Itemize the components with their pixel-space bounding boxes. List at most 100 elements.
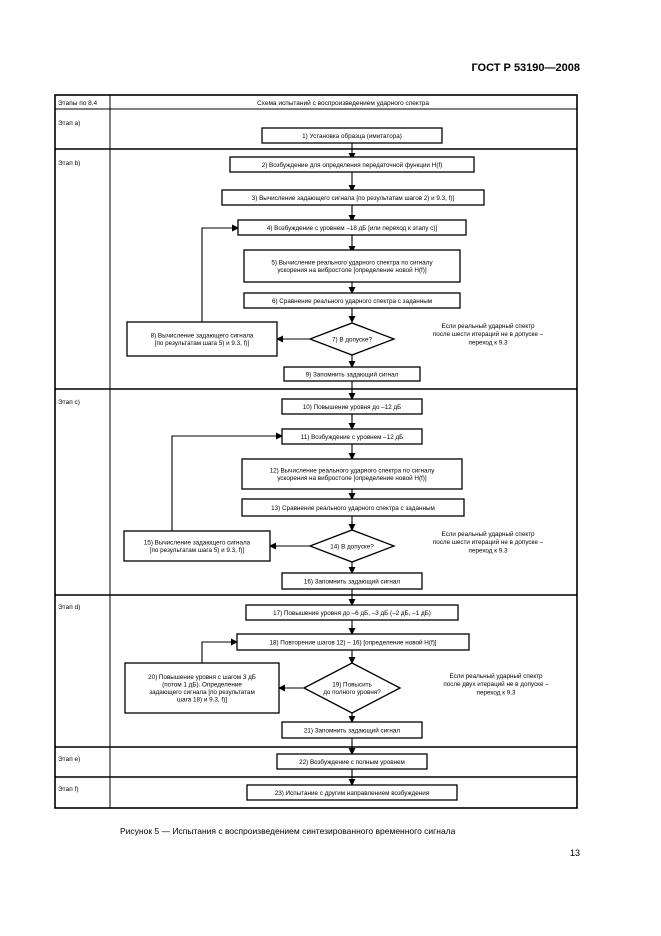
step-label: 11) Возбуждение с уровнем –12 дБ (301, 433, 404, 441)
note-line: переход к 9.3 (477, 689, 516, 696)
flow-step-8: 8) Вычисление задающего сигнала[по резул… (126, 321, 278, 357)
flow-step-23: 23) Испытание с другим направлением возб… (246, 784, 458, 801)
flow-step-1: 1) Установка образца (имитатора) (261, 127, 443, 144)
flow-step-5: 5) Вычисление реального ударного спектра… (243, 249, 461, 283)
note-line: Если реальный ударный спектр (441, 530, 535, 538)
step-box (241, 458, 463, 490)
step-label: 6) Сравнение реального ударного спектра … (272, 298, 432, 305)
flow-step-15: 15) Вычисление задающего сигнала[по резу… (123, 530, 271, 562)
flow-step-20: 20) Повышение уровня с шагом 3 дБ(потом … (124, 662, 280, 714)
flow-step-14: 14) В допуске? (308, 529, 396, 563)
step-box (229, 156, 475, 173)
step-label: ускорения на вибростоле [определение нов… (277, 266, 427, 274)
step-label: 5) Вычисление реального ударного спектра… (271, 259, 433, 266)
flow-step-17: 17) Повышение уровня до –6 дБ, –3 дБ (–2… (245, 604, 459, 621)
flow-step-18: 18) Повторение шагов 12) – 16) [определе… (236, 633, 470, 651)
flow-step-21: 21) Запомнить задающий сигнал (281, 721, 423, 739)
flow-step-9: 9) Запомнить задающий сигнал (283, 366, 421, 382)
flow-step-2: 2) Возбуждение для определения передаточ… (229, 156, 475, 173)
step-label: [по результатам шага 5) и 9.3, f)] (150, 547, 245, 554)
step-label: 19) Повысить (332, 681, 372, 688)
step-box (241, 498, 465, 517)
step-label: ускорения на вибростоле [определение нов… (277, 474, 427, 482)
page-number: 13 (569, 848, 580, 858)
step-label: 18) Повторение шагов 12) – 16) [определе… (269, 638, 436, 646)
step-box (123, 530, 271, 562)
step-label: 3) Вычисление задающего сигнала [по резу… (252, 195, 455, 202)
step-box (245, 604, 459, 621)
step-box (276, 753, 428, 770)
flow-step-4: 4) Возбуждение с уровнем –18 дБ [или пер… (237, 219, 467, 236)
stage-label-f: Этап f) (58, 786, 79, 793)
step-label: 14) В допуске? (330, 543, 374, 550)
step-label: 15) Вычисление задающего сигнала (144, 539, 251, 546)
step-label: 2) Возбуждение для определения передаточ… (262, 161, 443, 169)
step-box (221, 189, 485, 206)
step-box (243, 292, 461, 309)
note-line: после двух итераций не в допуске – (443, 680, 549, 688)
flow-connectors (171, 143, 356, 786)
step-label: 1) Установка образца (имитатора) (302, 132, 402, 140)
col-scheme-header: Схема испытаний с воспроизведением ударн… (257, 99, 429, 107)
step-box (281, 572, 423, 590)
step-label: (потом 1 дБ). Определение (162, 681, 242, 688)
stage-label-a: Этап a) (58, 120, 80, 127)
flow-step-22: 22) Возбуждение с полным уровнем (276, 753, 428, 770)
step-label: 16) Запомнить задающий сигнал (304, 577, 401, 585)
step-label: 4) Возбуждение с уровнем –18 дБ [или пер… (267, 224, 438, 232)
flow-step-11: 11) Возбуждение с уровнем –12 дБ (281, 428, 423, 445)
step-label: [по результатам шага 5) и 9.3, f)] (155, 340, 250, 347)
note-line: переход к 9.3 (469, 339, 508, 346)
table-frame (54, 94, 578, 809)
step-box (124, 662, 280, 714)
step-box (236, 633, 470, 651)
step-label: 9) Запомнить задающий сигнал (306, 370, 399, 378)
stage-label-d: Этап d) (58, 604, 80, 611)
step-label: 10) Повышение уровня до –12 дБ (303, 404, 402, 411)
step-box (281, 428, 423, 445)
step-box (243, 249, 461, 283)
note-line: Если реальный ударный спектр (449, 672, 543, 680)
flow-step-12: 12) Вычисление реального ударного спектр… (241, 458, 463, 490)
decision-diamond (302, 662, 402, 714)
step-box (281, 398, 423, 415)
flow-step-16: 16) Запомнить задающий сигнал (281, 572, 423, 590)
step-label: 20) Повышение уровня с шагом 3 дБ (148, 674, 256, 681)
step-label: 21) Запомнить задающий сигнал (304, 726, 401, 734)
flow-step-6: 6) Сравнение реального ударного спектра … (243, 292, 461, 309)
note-line: после шести итераций не в допуске – (433, 538, 544, 546)
flow-step-7: 7) В допуске? (308, 322, 396, 356)
step-box (126, 321, 278, 357)
note-line: Если реальный ударный спектр (441, 322, 535, 330)
flow-step-13: 13) Сравнение реального ударного спектра… (241, 498, 465, 517)
step-label: 7) В допуске? (332, 336, 372, 343)
step-label: задающего сигнала [по результатам (149, 689, 255, 696)
decision-diamond (308, 529, 396, 563)
step-box (246, 784, 458, 801)
stage-label-b: Этап b) (58, 160, 80, 167)
step-label: 17) Повышение уровня до –6 дБ, –3 дБ (–2… (273, 610, 431, 617)
step-label: 13) Сравнение реального ударного спектра… (271, 505, 435, 512)
stage-label-c: Этап c) (58, 399, 80, 406)
flow-step-10: 10) Повышение уровня до –12 дБ (281, 398, 423, 415)
standard-code: ГОСТ Р 53190—2008 (471, 62, 580, 74)
step-label: до полного уровня? (323, 689, 381, 696)
step-box (281, 721, 423, 739)
step-label: 8) Вычисление задающего сигнала (151, 332, 254, 339)
step-label: шага 18) и 9.3, f)] (177, 697, 227, 704)
col-stage-header: Этапы по 8.4 (58, 100, 98, 107)
step-box (237, 219, 467, 236)
decision-diamond (308, 322, 396, 356)
figure-caption: Рисунок 5 — Испытания с воспроизведением… (120, 826, 456, 836)
step-label: 23) Испытание с другим направлением возб… (275, 789, 429, 797)
flow-step-3: 3) Вычисление задающего сигнала [по резу… (221, 189, 485, 206)
note-line: переход к 9.3 (469, 547, 508, 554)
step-label: 22) Возбуждение с полным уровнем (299, 758, 405, 766)
note-line: после шести итераций не в допуске – (433, 330, 544, 338)
stage-label-e: Этап e) (58, 756, 80, 763)
step-label: 12) Вычисление реального ударного спектр… (270, 467, 436, 474)
